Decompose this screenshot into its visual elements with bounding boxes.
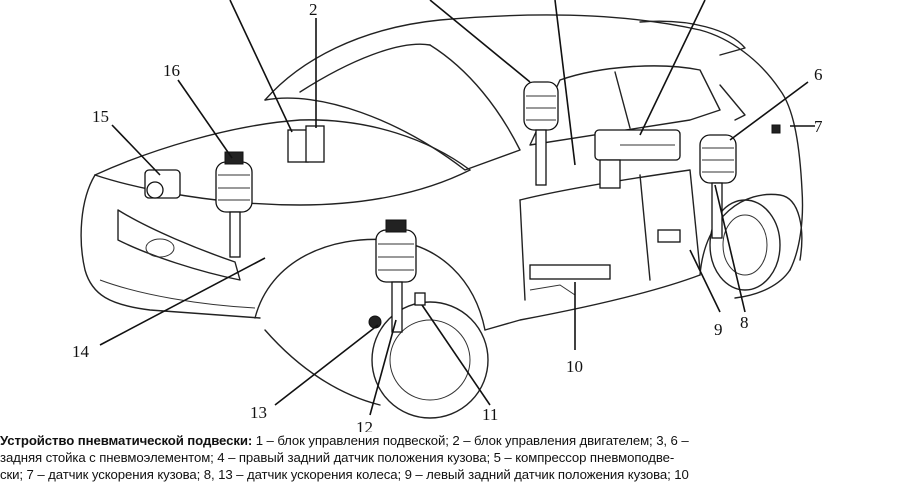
callout-8: 8 [740,313,749,332]
front-right-strut [368,219,417,333]
callout-12: 12 [356,418,373,432]
caption-line-3: ски; 7 – датчик ускорения кузова; 8, 13 … [0,467,689,482]
rear-right-strut [523,81,559,186]
callout-10: 10 [566,357,583,376]
car-outline [80,14,804,419]
figure-caption: Устройство пневматической подвески: 1 – … [0,432,900,500]
callout-9: 9 [714,320,723,339]
side-sensors [414,124,781,306]
caption-lead: Устройство пневматической подвески: [0,433,253,448]
suspension-diagram: 2 16 15 6 7 14 13 12 11 10 9 8 [72,0,823,432]
compressor [594,129,681,189]
sensor-15 [144,169,181,199]
callout-13: 13 [250,403,267,422]
callout-15: 15 [92,107,109,126]
callout-16: 16 [163,61,180,80]
callout-labels: 2 16 15 6 7 14 13 12 11 10 9 8 [72,0,823,432]
callout-6: 6 [814,65,823,84]
callout-2: 2 [309,0,318,19]
ecu-units [287,125,325,163]
callout-14: 14 [72,342,90,361]
front-left-strut [215,151,253,258]
callout-7: 7 [814,117,823,136]
caption-line-1: Устройство пневматической подвески: 1 – … [0,432,900,449]
callout-11: 11 [482,405,498,424]
rear-left-strut [699,134,737,239]
caption-line-1-text: 1 – блок управления подвеской; 2 – блок … [252,433,689,448]
leader-lines [99,0,815,416]
caption-line-2: задняя стойка с пневмоэлементом; 4 – пра… [0,450,675,465]
